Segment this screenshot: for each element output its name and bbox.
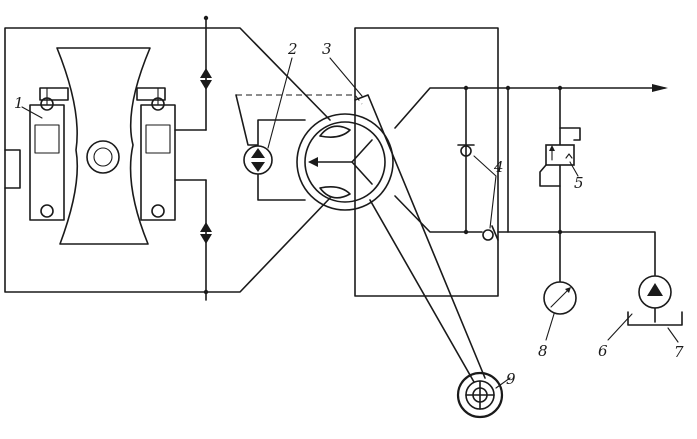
leader-1 — [21, 106, 43, 119]
junction-upper-508 — [505, 85, 511, 91]
handwheel — [456, 371, 511, 419]
label-8: 8 — [538, 342, 548, 360]
relief-spring — [565, 153, 573, 159]
left-cylinder — [29, 104, 65, 221]
lower-line — [205, 197, 331, 293]
main-line-bottom — [394, 195, 483, 233]
leader-5 — [569, 161, 579, 177]
distributor-inner-ring — [304, 121, 386, 203]
label-7: 7 — [674, 343, 684, 361]
distributor-port-bottom — [319, 186, 351, 199]
outlet-lines — [394, 84, 668, 276]
hydraulic-unit-2 — [235, 57, 363, 201]
lever-lower-edge — [369, 199, 475, 383]
labels: 1 2 3 4 5 6 7 8 9 — [14, 40, 684, 388]
outlet-arrow — [652, 84, 668, 92]
brake-side-bracket — [4, 149, 21, 189]
pump-triangle — [647, 283, 663, 296]
distributor-port-top — [319, 125, 351, 138]
label-4: 4 — [493, 158, 504, 176]
left-cylinder-piston — [34, 124, 60, 154]
distributor-arrowhead — [308, 157, 318, 167]
gauge-needle-tip — [565, 287, 571, 293]
brake-frame — [4, 27, 207, 293]
handwheel-icon — [456, 371, 504, 419]
pressure-gauge — [543, 231, 577, 341]
junction-bottom — [203, 289, 209, 295]
arrow-up-2 — [200, 222, 212, 232]
lower-main — [497, 231, 656, 276]
label-9: 9 — [506, 370, 516, 388]
junction-upper-466 — [463, 85, 469, 91]
check-valves — [457, 144, 499, 241]
check-valve-lower-icon — [482, 229, 494, 241]
brake-shaft-outer — [86, 140, 120, 174]
brake-mechanism — [4, 27, 207, 293]
label-5: 5 — [574, 174, 584, 192]
check-valve-icon — [460, 145, 472, 157]
brake-drum — [56, 47, 151, 245]
pump-and-tank — [607, 275, 683, 343]
distributor-outer-ring — [296, 113, 394, 211]
label-1: 1 — [14, 94, 24, 112]
brake-lines — [200, 15, 331, 301]
right-cylinder-piston — [145, 124, 171, 154]
right-pivot-top — [151, 97, 165, 111]
motor-triangle-down — [251, 162, 265, 172]
distributor-fork — [351, 139, 373, 185]
lever-upper-edge — [354, 94, 486, 379]
leader-2 — [267, 57, 293, 149]
relief-drain — [539, 164, 561, 187]
motor-triangle-up — [251, 148, 265, 158]
rotary-distributor — [296, 27, 499, 383]
leader-6 — [607, 313, 633, 341]
relief-arrowhead — [549, 145, 555, 151]
junction-lower-466 — [463, 229, 469, 235]
label-6: 6 — [598, 342, 608, 360]
arrow-down-2 — [200, 234, 212, 244]
hydraulic-motor-icon — [243, 145, 273, 175]
main-line-top — [394, 87, 666, 129]
label-3: 3 — [322, 40, 332, 58]
relief-valve — [539, 87, 581, 233]
arrow-down-1 — [200, 80, 212, 90]
leader-9 — [495, 377, 511, 389]
distributor-housing — [354, 27, 499, 297]
left-pivot-bottom — [40, 204, 54, 218]
leader-4b — [489, 175, 497, 229]
gauge-needle — [550, 288, 570, 308]
leader-4a — [473, 155, 497, 177]
pilot-dashed-line — [236, 94, 363, 105]
right-cylinder — [140, 104, 176, 221]
right-link — [136, 87, 166, 101]
arrow-up-1 — [200, 68, 212, 78]
leader-8 — [545, 313, 555, 341]
unit2-casing — [235, 94, 306, 201]
leader-7 — [667, 327, 679, 343]
left-pivot-top — [40, 97, 54, 111]
relief-pilot — [559, 127, 581, 141]
right-pivot-bottom — [151, 204, 165, 218]
brake-shaft-inner — [93, 147, 113, 167]
label-2: 2 — [287, 40, 298, 58]
check-valve-lower-seat — [491, 225, 499, 241]
left-link — [39, 87, 69, 101]
leader-3 — [329, 57, 363, 97]
junction-top — [203, 15, 209, 21]
upper-line — [205, 27, 331, 121]
